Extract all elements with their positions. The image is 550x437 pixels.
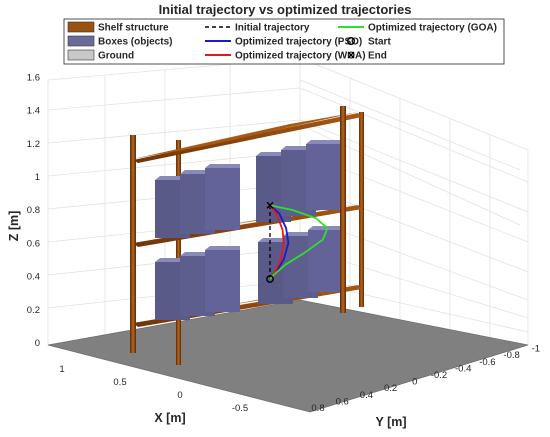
y-tick-label: 0.6 bbox=[336, 396, 349, 407]
x-axis-label: X [m] bbox=[154, 411, 185, 425]
z-tick-label: 0 bbox=[35, 338, 40, 349]
trajectory-line bbox=[269, 204, 329, 280]
shelf-post-back-right bbox=[359, 112, 364, 307]
y-tick-label: 0.4 bbox=[360, 390, 373, 401]
legend-label: Shelf structure bbox=[98, 23, 169, 34]
shelf-post-front-right bbox=[340, 106, 346, 313]
y-tick-label: -0.4 bbox=[455, 363, 471, 374]
legend-item: Boxes (objects) bbox=[67, 35, 172, 48]
z-axis-label: Z [m] bbox=[7, 211, 21, 242]
x-tick-label: 0 bbox=[177, 390, 182, 401]
z-tick-label: 1.4 bbox=[27, 106, 40, 117]
x-tick-label: 1 bbox=[59, 364, 64, 375]
legend-swatch bbox=[67, 21, 95, 33]
box bbox=[205, 246, 240, 312]
y-tick-label: -0.8 bbox=[503, 350, 519, 361]
y-tick-label: -0.2 bbox=[431, 370, 447, 381]
z-tick-label: 0.4 bbox=[27, 272, 40, 283]
z-axis-ticks: 0 0.2 0.4 0.6 0.8 1 1.2 1.4 1.6 bbox=[27, 72, 40, 349]
x-tick-label: 0.5 bbox=[113, 377, 126, 388]
legend-item: Ground bbox=[67, 49, 134, 62]
legend-label: Ground bbox=[98, 51, 134, 62]
y-tick-label: -0.6 bbox=[479, 357, 495, 368]
box bbox=[205, 164, 240, 230]
legend-label: Optimized trajectory (WOA) bbox=[235, 51, 366, 62]
legend-label: Boxes (objects) bbox=[98, 37, 172, 48]
trajectory-line bbox=[269, 204, 285, 280]
legend-item: Optimized trajectory (PSO) bbox=[205, 37, 362, 48]
trajectory-line bbox=[269, 204, 290, 280]
legend-item: Optimized trajectory (WOA) bbox=[205, 51, 366, 62]
legend-swatch bbox=[347, 51, 355, 59]
box bbox=[308, 226, 343, 292]
y-axis-ticks: 0.8 0.6 0.4 0.2 0 -0.2 -0.4 -0.6 -0.8 -1 bbox=[311, 344, 540, 414]
ground-plane bbox=[47, 299, 529, 413]
legend-swatch bbox=[67, 35, 95, 47]
end-marker bbox=[266, 201, 274, 209]
legend-label: Optimized trajectory (GOA) bbox=[368, 23, 497, 34]
y-axis-label: Y [m] bbox=[375, 415, 406, 429]
z-tick-label: 1 bbox=[35, 172, 40, 183]
legend-label: Start bbox=[368, 37, 391, 48]
boxes bbox=[155, 140, 343, 320]
chart-title: Initial trajectory vs optimized trajecto… bbox=[159, 2, 412, 17]
z-tick-label: 1.6 bbox=[27, 72, 40, 83]
legend-item: Start bbox=[347, 37, 391, 48]
legend-label: End bbox=[368, 51, 387, 62]
z-tick-label: 1.2 bbox=[27, 139, 40, 150]
legend-label: Initial trajectory bbox=[235, 23, 310, 34]
shelf-post-front-left bbox=[130, 135, 136, 353]
legend-box bbox=[63, 18, 505, 65]
x-tick-label: -0.5 bbox=[232, 403, 248, 414]
y-tick-label: 0.8 bbox=[311, 403, 324, 414]
legend-item: Shelf structure bbox=[67, 21, 169, 34]
legend-label: Optimized trajectory (PSO) bbox=[235, 37, 362, 48]
y-tick-label: 0.2 bbox=[384, 383, 397, 394]
shelf-board-top bbox=[133, 113, 362, 163]
shelf-post-back-left bbox=[176, 140, 181, 365]
legend-swatch bbox=[347, 37, 356, 46]
legend-item: Optimized trajectory (GOA) bbox=[338, 23, 497, 34]
box bbox=[306, 140, 341, 210]
legend-item: End bbox=[347, 51, 387, 62]
z-tick-label: 0.6 bbox=[27, 238, 40, 249]
x-axis-ticks: 1 0.5 0 -0.5 bbox=[59, 364, 248, 414]
shelf-board-top-surface bbox=[133, 112, 358, 159]
legend-item: Initial trajectory bbox=[205, 23, 310, 34]
start-marker bbox=[266, 275, 274, 283]
z-tick-label: 0.2 bbox=[27, 305, 40, 316]
z-tick-label: 0.8 bbox=[27, 205, 40, 216]
legend-swatch bbox=[67, 49, 95, 61]
trajectories bbox=[266, 201, 329, 283]
y-tick-label: 0 bbox=[412, 377, 417, 388]
y-tick-label: -1 bbox=[532, 344, 540, 355]
